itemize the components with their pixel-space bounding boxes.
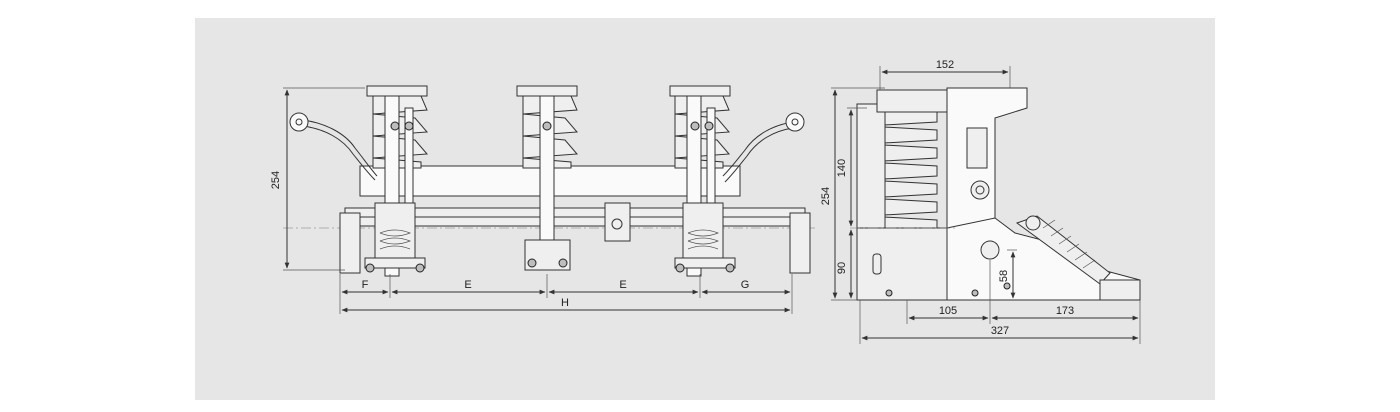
right-end-plate bbox=[789, 212, 811, 274]
dim-g-label: G bbox=[741, 279, 750, 291]
side-insulator-height-label: 140 bbox=[836, 159, 848, 177]
side-base-bracket bbox=[856, 227, 948, 301]
side-handle-block bbox=[1099, 279, 1141, 301]
coupling-block bbox=[604, 202, 631, 242]
drawing-panel: 254 F E E G H bbox=[195, 18, 1215, 400]
insulator-pole-2 bbox=[516, 85, 579, 271]
left-terminal-lug bbox=[289, 112, 309, 132]
side-base-height-label: 90 bbox=[836, 262, 848, 274]
front-view: 254 F E E G H bbox=[270, 85, 815, 314]
side-shaft-height-label: 58 bbox=[998, 270, 1010, 282]
left-flexible-lead bbox=[302, 119, 378, 177]
insulator-pole-3 bbox=[669, 85, 736, 277]
right-flexible-lead bbox=[722, 121, 794, 177]
dim-f-label: F bbox=[362, 279, 369, 291]
side-base-offset-label: 105 bbox=[939, 305, 957, 317]
side-spring-rod bbox=[1015, 215, 1111, 285]
side-top-width-label: 152 bbox=[936, 59, 954, 71]
front-height-label: 254 bbox=[270, 171, 282, 189]
side-height-label: 254 bbox=[820, 187, 832, 205]
right-terminal-lug bbox=[785, 112, 805, 132]
side-overall-length-label: 327 bbox=[991, 325, 1009, 337]
insulator-pole-1 bbox=[364, 85, 429, 277]
side-view: 152 254 140 90 58 105 173 327 bbox=[820, 59, 1141, 344]
left-end-plate bbox=[339, 212, 361, 274]
dim-e-right-label: E bbox=[619, 279, 626, 291]
dim-h-label: H bbox=[561, 297, 569, 309]
side-handle-offset-label: 173 bbox=[1056, 305, 1074, 317]
side-insulator bbox=[856, 89, 948, 229]
dim-e-left-label: E bbox=[464, 279, 471, 291]
